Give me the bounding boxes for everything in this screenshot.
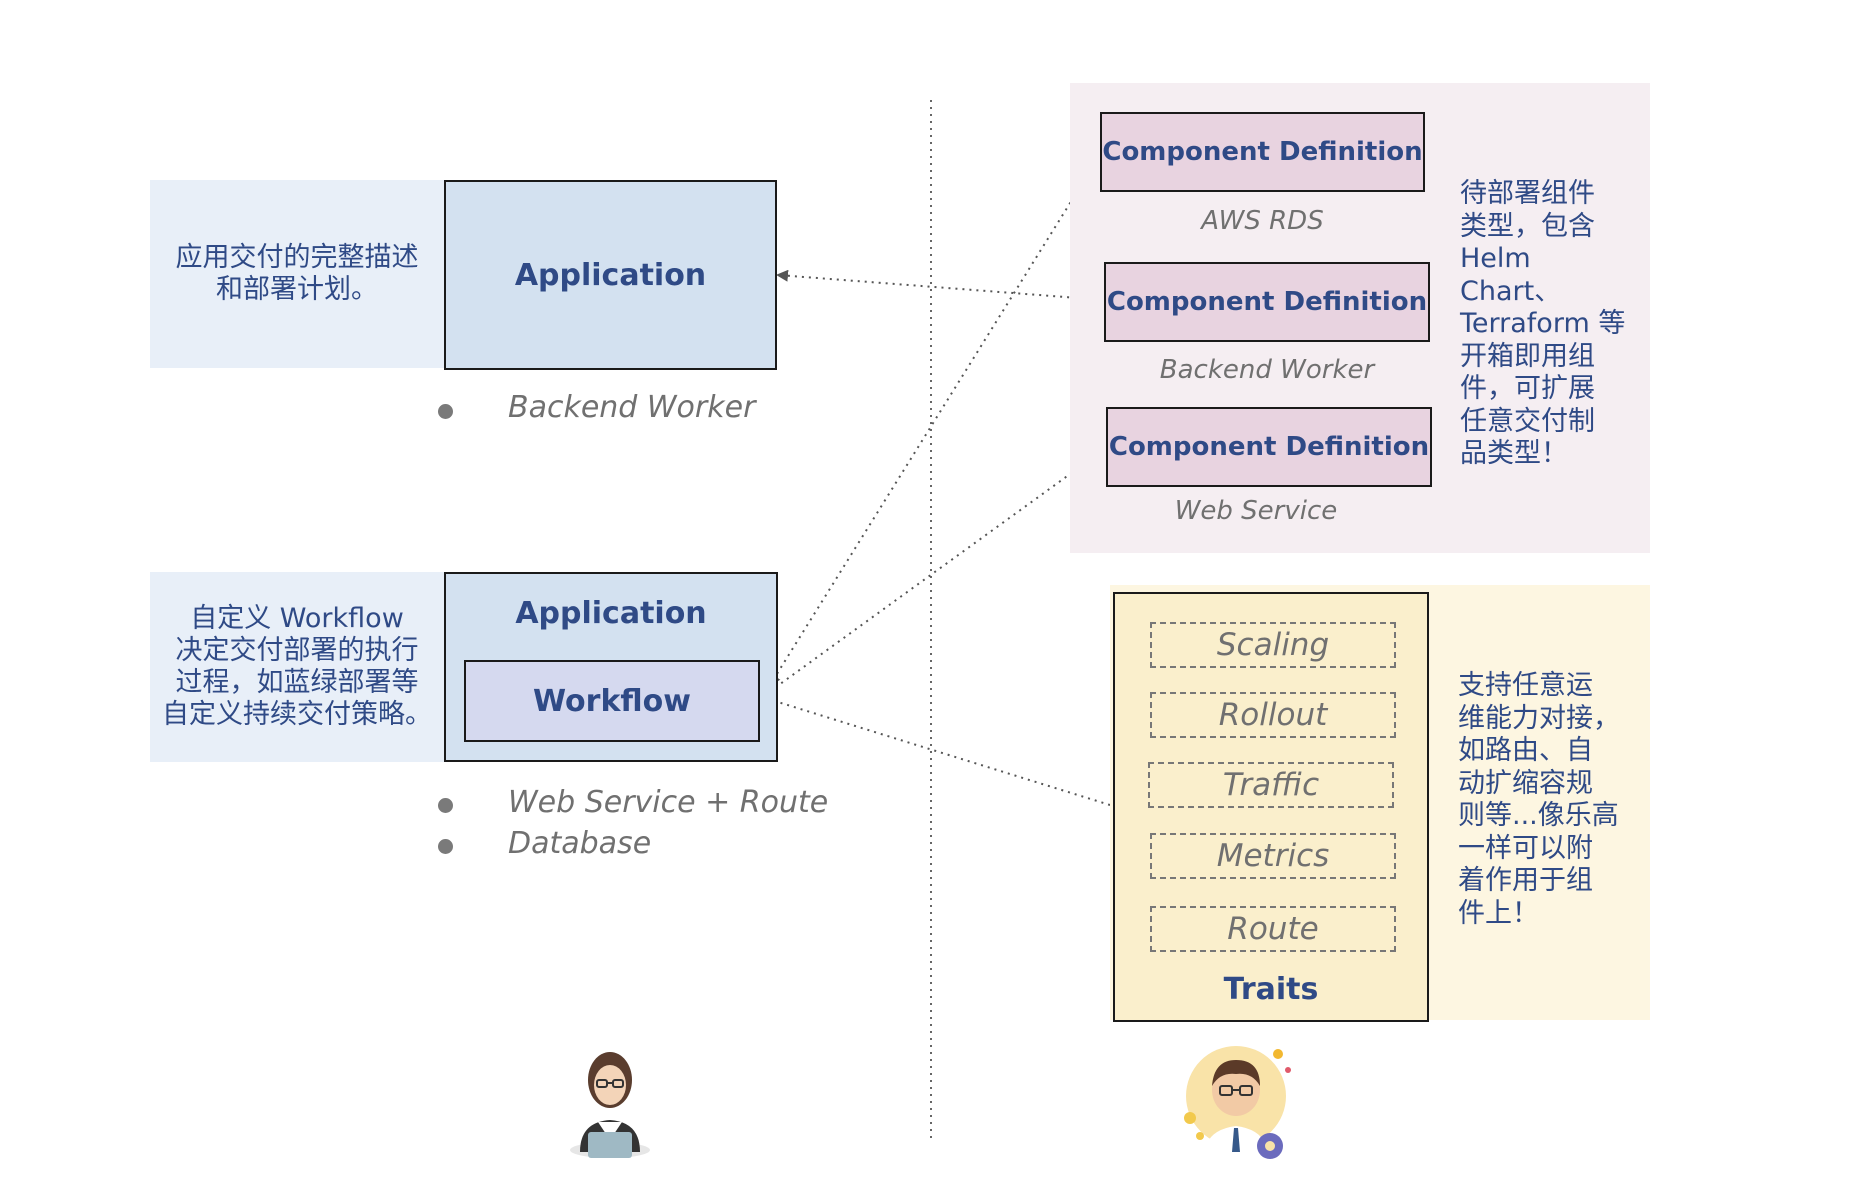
trait-route[interactable]: Route: [1150, 906, 1396, 952]
trait-scaling[interactable]: Scaling: [1150, 622, 1396, 668]
app1-description-panel: [150, 180, 444, 368]
component-definition-backend-worker[interactable]: Component Definition: [1104, 262, 1430, 342]
app2-bullet-2: [438, 839, 453, 854]
app2-description-panel: [150, 572, 444, 762]
app2-component-label-1: Web Service + Route: [508, 785, 829, 820]
connector-traits: [763, 695, 1111, 806]
connector-backend-worker: [776, 269, 1105, 301]
developer-avatar-icon: [560, 1040, 660, 1160]
app2-component-label-2: Database: [508, 826, 652, 861]
components-note: 待部署组件 类型，包含 Helm Chart、 Terraform 等 开箱即用…: [1460, 178, 1626, 469]
app1-component-label: Backend Worker: [508, 390, 756, 425]
app1-box[interactable]: Application: [444, 180, 777, 370]
trait-label: Rollout: [1218, 697, 1328, 733]
trait-label: Metrics: [1216, 838, 1330, 874]
app2-box[interactable]: Application Workflow: [444, 572, 778, 762]
trait-label: Traffic: [1222, 767, 1320, 803]
app1-title: Application: [514, 257, 707, 293]
trait-traffic[interactable]: Traffic: [1148, 762, 1394, 808]
app1-description: 应用交付的完整描述 和部署计划。: [175, 242, 419, 305]
component-label-web-service: Web Service: [1174, 496, 1338, 526]
trait-label: Route: [1227, 911, 1319, 947]
app2-title: Application: [515, 596, 707, 631]
app1-bullet: [438, 404, 453, 419]
component-definition-title: Component Definition: [1108, 432, 1430, 462]
workflow-box[interactable]: Workflow: [464, 660, 760, 742]
trait-rollout[interactable]: Rollout: [1150, 692, 1396, 738]
trait-label: Scaling: [1216, 627, 1330, 663]
component-label-backend-worker: Backend Worker: [1159, 355, 1375, 385]
component-definition-title: Component Definition: [1102, 137, 1423, 167]
app2-bullet-1: [438, 798, 453, 813]
connector-web-service: [763, 447, 1107, 697]
workflow-title: Workflow: [533, 683, 691, 719]
connector-aws-rds: [768, 154, 1101, 687]
app2-description: 自定义 Workflow 决定交付部署的执行 过程，如蓝绿部署等 自定义持续交付…: [162, 603, 432, 730]
traits-note: 支持任意运 维能力对接， 如路由、自 动扩缩容规 则等...像乐高 一样可以附 …: [1458, 670, 1620, 929]
component-definition-web-service[interactable]: Component Definition: [1106, 407, 1432, 487]
component-definition-title: Component Definition: [1106, 287, 1428, 317]
traits-title: Traits: [1223, 972, 1319, 1007]
component-definition-aws-rds[interactable]: Component Definition: [1100, 112, 1425, 192]
operator-avatar-icon: [1180, 1040, 1300, 1160]
trait-metrics[interactable]: Metrics: [1150, 833, 1396, 879]
component-label-aws-rds: AWS RDS: [1201, 206, 1324, 236]
